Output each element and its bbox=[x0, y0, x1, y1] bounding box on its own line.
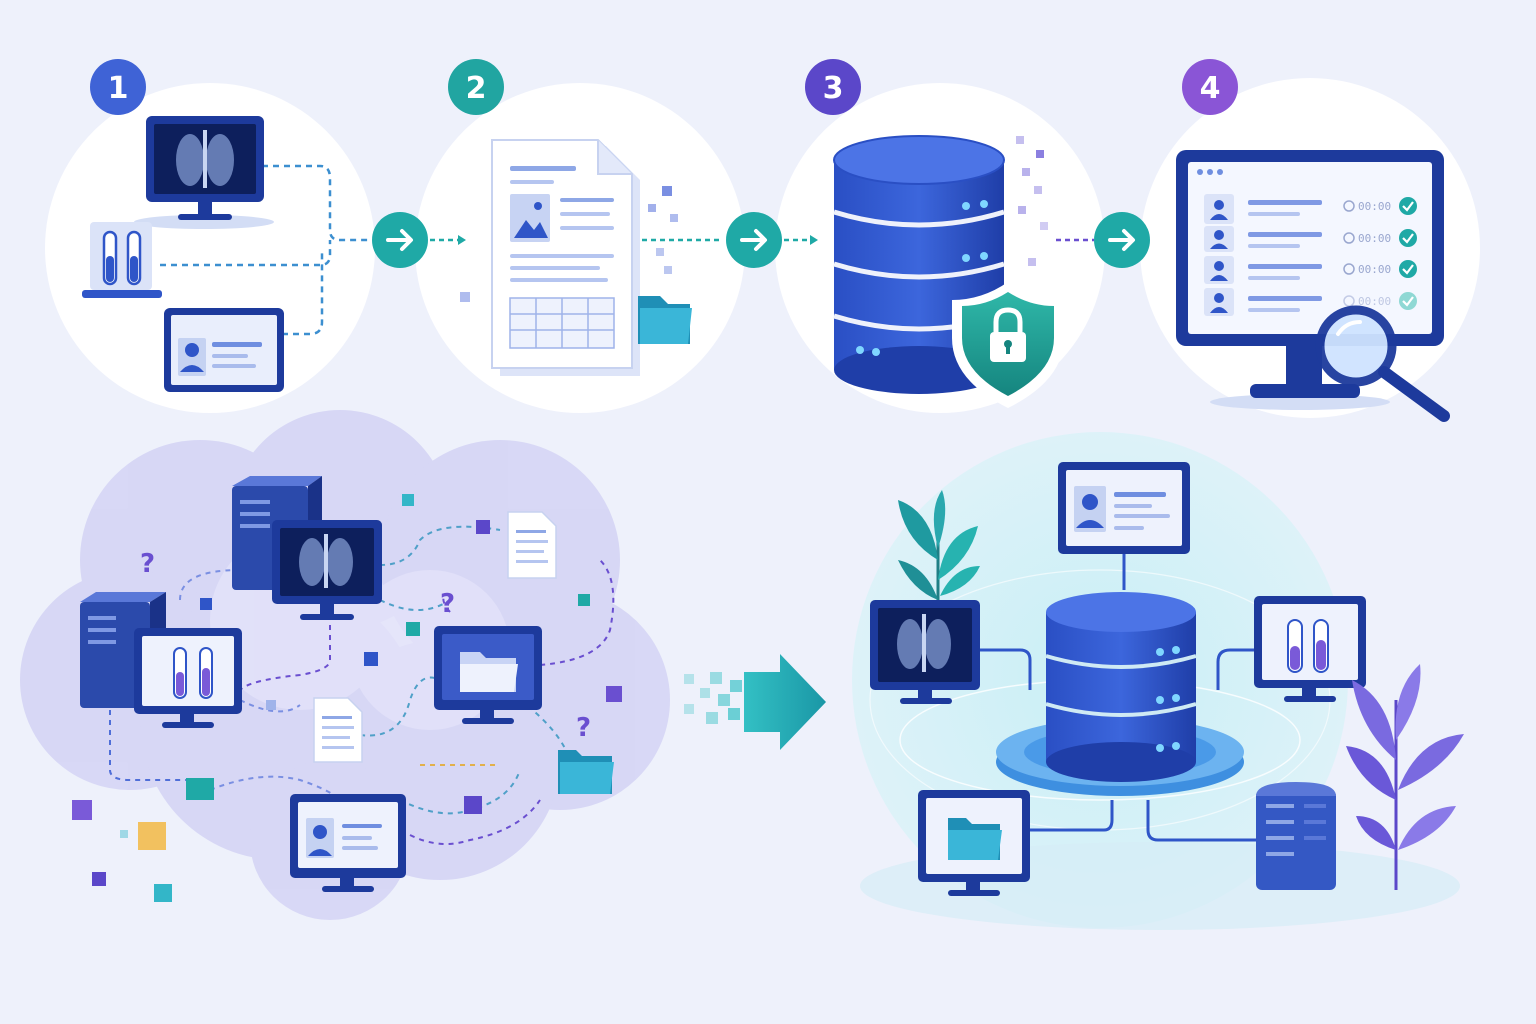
record-timestamp: 00:00 bbox=[1358, 232, 1391, 245]
folder-icon bbox=[558, 750, 614, 794]
record-timestamp: 00:00 bbox=[1358, 263, 1391, 276]
step-number-1: 1 bbox=[108, 71, 129, 106]
flow-arrow-1 bbox=[372, 212, 466, 268]
magnifier-icon bbox=[1315, 305, 1450, 422]
folder-monitor-icon bbox=[918, 790, 1030, 896]
step2-document bbox=[460, 139, 692, 376]
lab-monitor-icon bbox=[134, 628, 242, 728]
transition-arrow bbox=[684, 654, 826, 750]
record-timestamp: 00:00 bbox=[1358, 295, 1391, 308]
step1-sources bbox=[82, 116, 372, 392]
question-mark: ? bbox=[440, 589, 455, 619]
step-badge-4: 4 bbox=[1182, 59, 1238, 115]
xray-monitor-icon bbox=[272, 520, 382, 620]
step-badge-3: 3 bbox=[805, 59, 861, 115]
plant-icon bbox=[898, 490, 980, 600]
document-icon bbox=[491, 139, 640, 376]
patient-monitor-icon bbox=[1058, 462, 1190, 554]
record-row: 00:00 bbox=[1204, 226, 1417, 252]
badge-circle-3 bbox=[805, 59, 861, 115]
patient-record-tablet-icon bbox=[164, 308, 284, 392]
folder-icon bbox=[638, 296, 692, 344]
question-mark: ? bbox=[140, 549, 155, 579]
record-row: 00:00 bbox=[1204, 288, 1417, 316]
record-row: 00:00 bbox=[1204, 194, 1417, 224]
network-connections bbox=[980, 554, 1256, 842]
step-number-3: 3 bbox=[823, 71, 844, 106]
step-badge-1: 1 bbox=[90, 59, 146, 115]
document-icon bbox=[313, 697, 363, 763]
step-number-4: 4 bbox=[1200, 71, 1221, 106]
test-tubes-icon bbox=[82, 222, 162, 298]
patient-monitor-icon bbox=[290, 794, 406, 892]
server-icon bbox=[1256, 782, 1336, 890]
step-number-2: 2 bbox=[466, 71, 487, 106]
question-mark: ? bbox=[576, 713, 591, 743]
pixel-particles bbox=[1016, 136, 1048, 266]
record-timestamp: 00:00 bbox=[1358, 200, 1391, 213]
folder-monitor-icon bbox=[434, 626, 542, 724]
pixel-particles bbox=[460, 186, 678, 302]
step-badge-2: 2 bbox=[448, 59, 504, 115]
before-cluster: ? ? ? bbox=[20, 410, 670, 920]
flow-arrow-3 bbox=[1056, 212, 1150, 268]
document-icon bbox=[507, 511, 557, 579]
flow-arrow-2 bbox=[642, 212, 818, 268]
after-system bbox=[852, 432, 1464, 930]
xray-monitor-icon bbox=[134, 116, 274, 229]
monitor-icon bbox=[1176, 150, 1444, 398]
badge-circle-2 bbox=[448, 59, 504, 115]
plant-icon bbox=[1346, 664, 1464, 890]
step4-records: 00:00 00:00 00:00 bbox=[1176, 150, 1450, 422]
badge-circle-4 bbox=[1182, 59, 1238, 115]
record-row: 00:00 bbox=[1204, 256, 1417, 284]
lab-monitor-icon bbox=[1254, 596, 1366, 702]
scattered-squares bbox=[72, 494, 622, 902]
step3-database bbox=[833, 135, 1064, 408]
shield-lock-icon bbox=[952, 282, 1064, 408]
database-icon bbox=[1045, 592, 1197, 782]
xray-monitor-icon bbox=[870, 600, 980, 704]
badge-circle-1 bbox=[90, 59, 146, 115]
